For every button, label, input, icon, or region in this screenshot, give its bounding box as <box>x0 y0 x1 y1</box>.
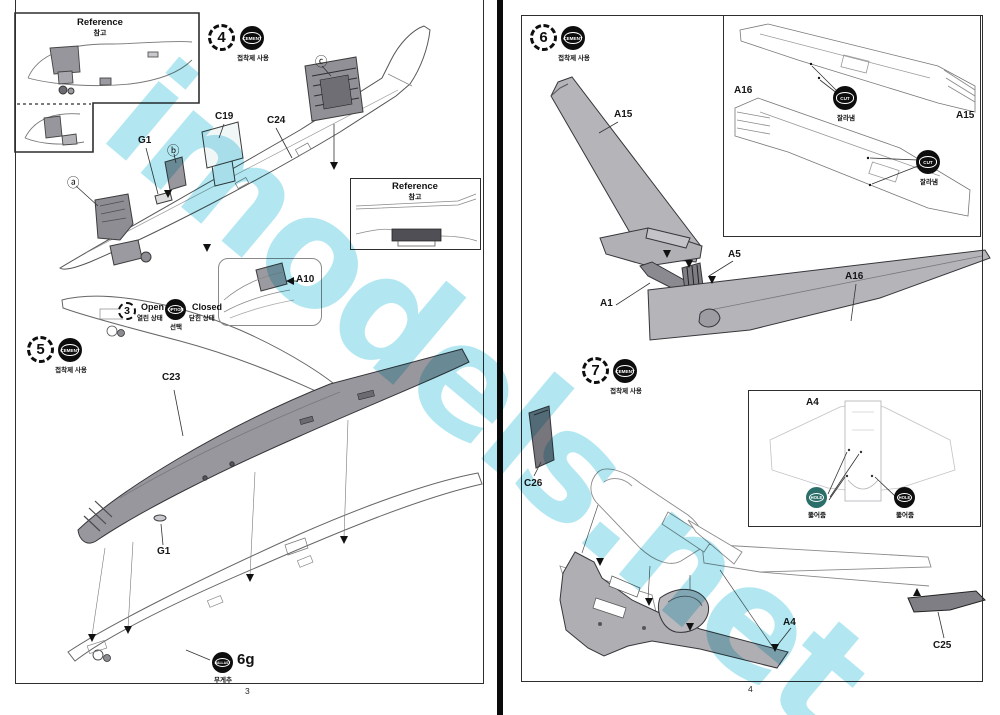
hole-icon: HOLE <box>806 487 827 508</box>
part-label-a5: A5 <box>728 249 741 260</box>
option-caption: 선택 <box>170 324 182 331</box>
cement-caption: 접착제 사용 <box>55 367 87 374</box>
reference-title-1: Reference 참고 <box>60 17 140 38</box>
open-state-label: Open <box>141 302 165 312</box>
step-5-number: 5 <box>27 336 54 363</box>
part-label-g1-top: G1 <box>138 135 152 146</box>
left-page-frame <box>15 0 484 684</box>
step-6-number: 6 <box>530 24 557 51</box>
cement-icon-label: CEMENT <box>242 35 262 41</box>
a10-detail-box <box>218 258 322 326</box>
part-label-a: ⓐ <box>67 176 80 190</box>
closed-state-caption-kr: 닫힌 상태 <box>189 315 215 322</box>
part-label-c26: C26 <box>524 478 543 489</box>
closed-state-label: Closed <box>192 302 223 312</box>
wing-cut-detail-box <box>723 15 981 237</box>
cement-icon: CEMENT <box>58 338 82 362</box>
ballast-caption: 무게추 <box>214 677 232 684</box>
option-icon-label: OPTION <box>167 307 184 312</box>
part-label-c19: C19 <box>215 111 234 122</box>
open-state-caption-kr: 열린 상태 <box>137 315 163 322</box>
reference-caption-kr: 참고 <box>408 194 422 201</box>
part-label-a4-main: A4 <box>783 617 796 628</box>
option-icon: OPTION <box>165 299 186 320</box>
reference-caption-kr: 참고 <box>93 30 107 37</box>
step-7-number: 7 <box>582 357 609 384</box>
part-label-a15-main: A15 <box>614 109 633 120</box>
reference-label: Reference <box>77 17 123 28</box>
hole-icon-label: HOLE <box>810 495 823 500</box>
part-label-c25: C25 <box>933 640 952 651</box>
part-label-a1: A1 <box>600 298 613 309</box>
hole-icon-label: HOLE <box>898 495 911 500</box>
cement-caption: 접착제 사용 <box>558 55 590 62</box>
reference-title-2: Reference 참고 <box>375 181 455 202</box>
part-label-a10: A10 <box>296 274 315 285</box>
hole-caption: 뚫어줌 <box>896 512 914 519</box>
cut-icon-label: CUT <box>923 159 933 165</box>
ballast-icon: BALLAST <box>212 652 233 673</box>
cut-caption: 잘라냄 <box>920 179 938 186</box>
part-label-a16-main: A16 <box>845 271 864 282</box>
cement-icon: CEMENT <box>240 26 264 50</box>
hole-caption: 뚫어줌 <box>808 512 826 519</box>
cut-icon: CUT <box>916 150 940 174</box>
cement-icon-label: CEMENT <box>60 347 80 353</box>
part-label-c: ⓒ <box>315 55 328 69</box>
hole-icon: HOLE <box>894 487 915 508</box>
part-label-a15-inset: A15 <box>956 110 975 121</box>
part-label-g1-bottom: G1 <box>157 546 171 557</box>
cut-icon-label: CUT <box>840 95 850 101</box>
step-4-number: 4 <box>208 24 235 51</box>
cut-caption: 잘라냄 <box>837 115 855 122</box>
part-label-a4-inset: A4 <box>806 397 819 408</box>
page-divider <box>497 0 503 715</box>
a4-hole-detail-box <box>748 390 981 527</box>
cut-icon: CUT <box>833 86 857 110</box>
step-3-number: 3 <box>118 302 136 320</box>
cement-icon: CEMENT <box>561 26 585 50</box>
part-label-b: ⓑ <box>167 144 180 158</box>
cement-caption: 접착제 사용 <box>237 55 269 62</box>
part-label-c24: C24 <box>267 115 286 126</box>
ballast-icon-label: BALLAST <box>214 660 231 665</box>
part-label-c23: C23 <box>162 372 181 383</box>
reference-label: Reference <box>392 181 438 192</box>
cement-caption: 접착제 사용 <box>610 388 642 395</box>
right-page-number: 4 <box>748 684 753 694</box>
cement-icon-label: CEMENT <box>615 368 635 374</box>
cement-icon-label: CEMENT <box>563 35 583 41</box>
cement-icon: CEMENT <box>613 359 637 383</box>
ballast-amount: 6g <box>237 651 255 668</box>
part-label-a16-inset: A16 <box>734 85 753 96</box>
left-page-number: 3 <box>245 686 250 696</box>
